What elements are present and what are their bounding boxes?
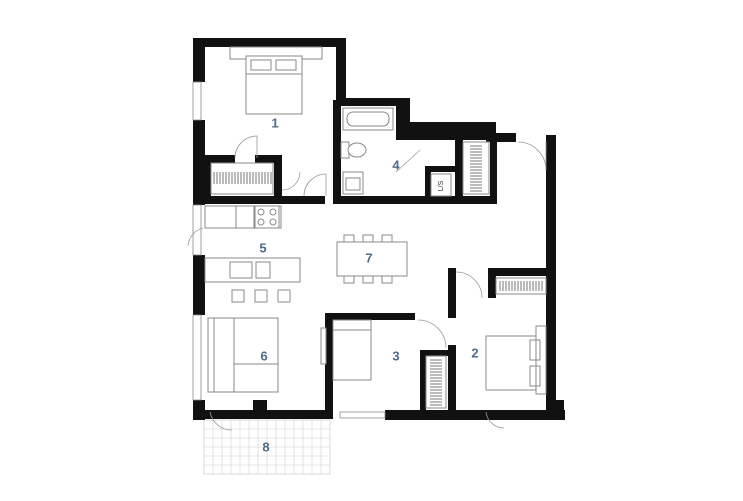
bed-bedroom-2	[485, 325, 547, 395]
bed-bedroom-3	[332, 319, 372, 381]
bathtub	[342, 107, 394, 131]
room-label-7: 7	[365, 250, 372, 265]
kitchen-island	[204, 257, 301, 303]
door-bedroom-1-hall[interactable]	[303, 173, 327, 197]
door-balcony[interactable]	[209, 411, 233, 431]
sofa	[207, 317, 279, 393]
room-label-3: 3	[392, 348, 399, 363]
door-bedroom-2-window[interactable]	[485, 411, 505, 429]
dining-table	[336, 234, 408, 284]
bed-bedroom-1	[229, 46, 323, 115]
balcony-grid	[203, 419, 331, 475]
closet-bedroom-3	[425, 355, 447, 409]
interior-walls	[205, 100, 550, 416]
door-bedroom-2[interactable]	[455, 271, 483, 299]
room-label-2: 2	[471, 345, 478, 360]
room-label-6: 6	[260, 348, 267, 363]
laundry-label: L/S	[438, 180, 445, 191]
tv-unit	[320, 327, 327, 365]
closet-bedroom-2	[495, 277, 547, 295]
exterior-walls	[193, 38, 565, 420]
door-bathroom[interactable]	[395, 149, 421, 173]
room-label-4: 4	[392, 157, 400, 172]
windows-left	[192, 81, 386, 419]
room-label-8: 8	[262, 439, 269, 454]
laundry-stack: L/S	[430, 173, 452, 197]
door-closet-1[interactable]	[281, 171, 301, 191]
room-label-1: 1	[271, 115, 278, 130]
room-labels: 1 2 3 4 5 6 7 8	[259, 115, 478, 454]
door-bedroom-1[interactable]	[234, 135, 258, 159]
closet-bedroom-1	[210, 162, 274, 195]
closet-hall	[462, 141, 490, 195]
vanity	[342, 171, 364, 195]
door-bedroom-3[interactable]	[417, 319, 447, 349]
kitchen-counter	[204, 205, 282, 229]
room-label-5: 5	[259, 240, 266, 255]
door-entry[interactable]	[517, 141, 547, 171]
door-kitchen-exterior[interactable]	[187, 227, 204, 247]
toilet	[340, 141, 367, 159]
